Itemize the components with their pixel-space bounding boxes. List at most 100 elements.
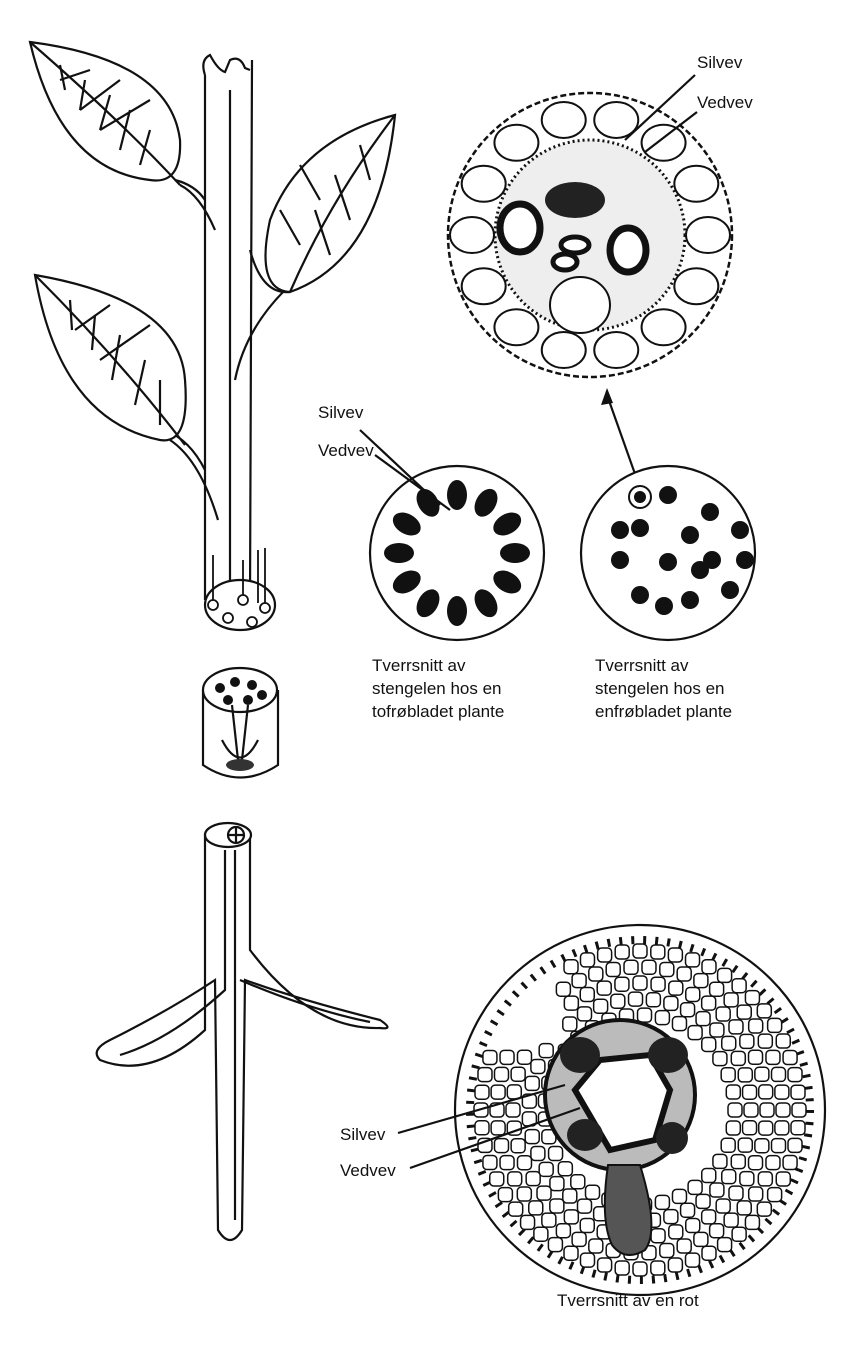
parenchyma-cell [593, 331, 640, 370]
cortex-cell [592, 998, 609, 1014]
leaf-upper-left [28, 40, 182, 186]
cortex-cell [490, 1120, 506, 1136]
vascular-bundle [701, 503, 719, 521]
cortex-cell [650, 944, 666, 960]
cortex-cell [663, 995, 679, 1012]
vascular-bundle [493, 512, 522, 536]
label-xylem-top: Vedvev [697, 93, 753, 112]
cortex-cell [663, 1208, 679, 1225]
cortex-cell [709, 1022, 725, 1038]
vascular-bundle [392, 570, 421, 594]
cortex-cell [516, 1186, 533, 1202]
cortex-cell [676, 966, 692, 982]
parenchyma-cell [493, 123, 540, 162]
cortex-cell [490, 1084, 506, 1100]
cortex-cell [723, 1212, 739, 1228]
cortex-cell [700, 1209, 717, 1225]
vascular-bundle [691, 561, 709, 579]
cortex-cell [757, 1033, 774, 1049]
cortex-cell [671, 1188, 688, 1205]
cortex-cell [701, 1245, 717, 1262]
cortex-cell [614, 976, 630, 993]
cortex-cell [739, 1033, 755, 1050]
cortex-cell [482, 1154, 498, 1171]
cortex-cell [720, 1066, 736, 1083]
vascular-bundle [384, 543, 414, 563]
cortex-cell [571, 972, 587, 989]
cortex-cell [720, 1168, 737, 1185]
cortex-cell [510, 1066, 526, 1082]
cortex-cell [716, 1236, 733, 1253]
cortex-cell [715, 1006, 731, 1022]
cortex-cell [685, 1217, 701, 1234]
cortex-cell [770, 1066, 787, 1083]
cortex-cell [747, 1049, 764, 1065]
cortex-cell [790, 1084, 806, 1100]
cortex-cell [667, 1257, 684, 1273]
cortex-cell [774, 1084, 790, 1100]
vascular-bundle [611, 551, 629, 569]
cortex-cell [499, 1154, 515, 1171]
label-xylem-dicot: Vedvev [318, 441, 374, 460]
cortex-cell [747, 1186, 764, 1202]
cortex-cell [693, 1231, 709, 1248]
cortex-cell [687, 1179, 703, 1196]
cortex-cell [727, 1102, 743, 1118]
cortex-cell [596, 947, 613, 963]
cortex-cell [576, 1198, 593, 1214]
cortex-cell [700, 995, 717, 1011]
vascular-bundle [416, 488, 440, 517]
cortex-cell [765, 1049, 781, 1066]
cortex-cell [563, 1209, 580, 1225]
cortex-cell [541, 1212, 557, 1228]
vascular-bundle [631, 586, 649, 604]
vascular-bundle [474, 589, 498, 618]
cortex-cell [782, 1049, 798, 1066]
cortex-cell [555, 1222, 572, 1239]
cortex-cell [775, 1171, 792, 1187]
cortex-cell [723, 992, 739, 1008]
vascular-bundle [500, 543, 530, 563]
vascular-bundle [721, 581, 739, 599]
cortex-cell [579, 986, 595, 1003]
cortex-cell [579, 1217, 595, 1234]
cortex-cell [579, 1252, 596, 1268]
cortex-cell [530, 1058, 546, 1075]
dicot-stem-section: Silvev Vedvev Tverrsnitt av stengelen ho… [318, 403, 546, 721]
cortex-cell [730, 1153, 747, 1170]
cortex-cell [636, 1007, 653, 1023]
cortex-cell [701, 1167, 717, 1184]
cortex-cell [736, 1200, 752, 1216]
cortex-cell [791, 1102, 807, 1118]
cortex-cell [737, 1067, 754, 1083]
cortex-cell [756, 1003, 773, 1019]
label-xylem-root: Vedvev [340, 1161, 396, 1180]
cortex-cell [549, 1175, 565, 1192]
root-drawing [95, 821, 389, 1242]
cortex-cell [708, 981, 725, 998]
cortex-cell [667, 947, 684, 963]
vascular-bundle [659, 486, 677, 504]
cortex-cell [754, 1066, 770, 1082]
vascular-bundle [703, 551, 721, 569]
cortex-cell [530, 1145, 546, 1162]
leaf-right [264, 113, 397, 294]
cortex-cell [712, 1153, 728, 1170]
vascular-bundle [474, 488, 498, 517]
cortex-cell [757, 1084, 774, 1100]
cortex-cell [679, 1001, 696, 1018]
cortex-cell [562, 1188, 578, 1204]
label-phloem-top: Silvev [697, 53, 743, 72]
cortex-cell [720, 1137, 736, 1154]
cortex-cell [579, 952, 596, 968]
cortex-cell [759, 1102, 775, 1118]
cortex-cell [787, 1066, 803, 1083]
cortex-cell [668, 980, 684, 996]
cortex-cell [774, 1120, 790, 1136]
vascular-bundle [681, 526, 699, 544]
cortex-cell [728, 1185, 744, 1201]
cortex-cell [756, 1201, 773, 1217]
parenchyma-cell [540, 331, 587, 370]
vascular-bundle [731, 521, 749, 539]
cortex-cell [725, 1084, 742, 1100]
